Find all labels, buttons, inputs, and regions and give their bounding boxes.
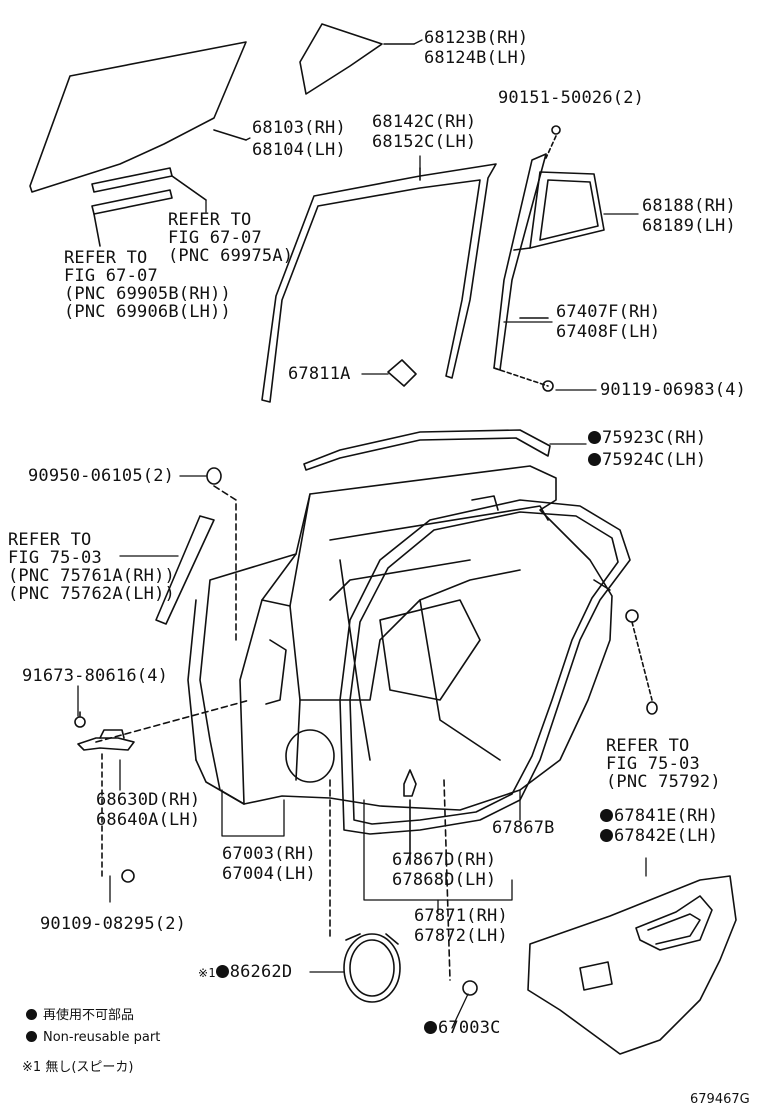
non-reusable-dot-icon [424,1021,437,1034]
legend-note-text: 無し(スピーカ) [45,1060,134,1075]
ref-69905b-line4: (PNC 69906B(LH)) [64,302,231,322]
label-75924c: 75924C(LH) [588,450,706,471]
label-68188: 68188(RH) [642,196,736,216]
label-86262d: ※1 86262D [198,962,292,984]
ref-75761a-line4: (PNC 75762A(LH)) [8,584,175,604]
molding-strip-shape [155,515,215,625]
label-67842e-text: 67842E(LH) [614,826,719,846]
label-67868d: 67868D(LH) [392,870,497,890]
label-67867d: 67867D(RH) [392,850,497,870]
label-75923c: 75923C(RH) [588,428,706,449]
ref-69905b-line1: REFER TO [64,248,148,268]
ref-75792-line3: (PNC 75792) [606,772,721,792]
label-68640a: 68640A(LH) [96,810,201,830]
ref-75761a-line3: (PNC 75761A(RH)) [8,566,175,586]
label-68142c: 68142C(RH) [372,112,477,132]
ref-69905b-line3: (PNC 69905B(RH)) [64,284,231,304]
label-68103: 68103(RH) [252,118,346,138]
ref-75761a-line1: REFER TO [8,530,92,550]
label-67871: 67871(RH) [414,906,508,926]
non-reusable-dot-icon [588,431,601,444]
label-68630d: 68630D(RH) [96,790,201,810]
label-67841e-text: 67841E(RH) [614,806,719,826]
label-91673: 91673-80616(4) [22,666,169,686]
ref-69975a-line2: FIG 67-07 [168,228,262,248]
hinge-shape [74,699,251,883]
label-68123b: 68123B(RH) [424,28,529,48]
ref-75792-line1: REFER TO [606,736,690,756]
label-90109: 90109-08295(2) [40,914,187,934]
label-67841e: 67841E(RH) [600,806,718,827]
figure-id: 679467G [690,1092,750,1107]
legend-jp: 再使用不可部品 [26,1008,134,1024]
legend-dot-icon [26,1031,37,1042]
ref-69975a-line1: REFER TO [168,210,252,230]
label-90151: 90151-50026(2) [498,88,645,108]
frame-molding-shape [261,163,497,403]
legend-en-text: Non-reusable part [43,1030,161,1045]
label-90119: 90119-06983(4) [600,380,747,400]
legend-note-mark: ※1 [22,1060,42,1075]
label-67408f: 67408F(LH) [556,322,661,342]
belt-molding-shape [303,429,551,471]
plug-shape [206,467,222,485]
legend-note: ※1 無し(スピーカ) [22,1060,133,1076]
ref-75761a-line2: FIG 75-03 [8,548,102,568]
door-panel-shape [187,465,613,811]
quarter-glass-shape [299,23,415,95]
label-67003c-text: 67003C [438,1018,501,1038]
leader-lines [77,39,647,1029]
label-90950: 90950-06105(2) [28,466,175,486]
ref-69975a-line3: (PNC 69975A) [168,246,294,266]
legend-dot-icon [26,1009,37,1020]
door-glass-shape [29,41,247,193]
note-ref-mark: ※1 [198,966,216,980]
non-reusable-dot-icon [600,809,613,822]
label-68124b: 68124B(LH) [424,48,529,68]
label-67842e: 67842E(LH) [600,826,718,847]
clip-67003c-shape [462,980,478,996]
clip-shape [403,769,417,797]
label-68104: 68104(LH) [252,140,346,160]
label-86262d-text: 86262D [229,962,293,982]
ref-69905b-line2: FIG 67-07 [64,266,158,286]
label-67003c: 67003C [424,1018,501,1039]
speaker-shape [329,779,401,1003]
division-bar-shape [493,125,605,392]
label-67811a: 67811A [288,364,351,384]
label-67867b: 67867B [492,818,555,838]
trim-board-shape [527,875,737,1055]
legend-jp-text: 再使用不可部品 [43,1008,135,1023]
label-67004: 67004(LH) [222,864,316,884]
non-reusable-dot-icon [588,453,601,466]
label-67003: 67003(RH) [222,844,316,864]
label-68152c: 68152C(LH) [372,132,477,152]
label-67872: 67872(LH) [414,926,508,946]
ref-75792-line2: FIG 75-03 [606,754,700,774]
label-75924c-text: 75924C(LH) [602,450,707,470]
non-reusable-dot-icon [600,829,613,842]
label-67407f: 67407F(RH) [556,302,661,322]
legend-en: Non-reusable part [26,1030,160,1046]
label-68189: 68189(LH) [642,216,736,236]
label-75923c-text: 75923C(RH) [602,428,707,448]
non-reusable-dot-icon [215,965,229,978]
cushion-shape [387,359,417,387]
weatherstrip-shape [339,499,631,835]
